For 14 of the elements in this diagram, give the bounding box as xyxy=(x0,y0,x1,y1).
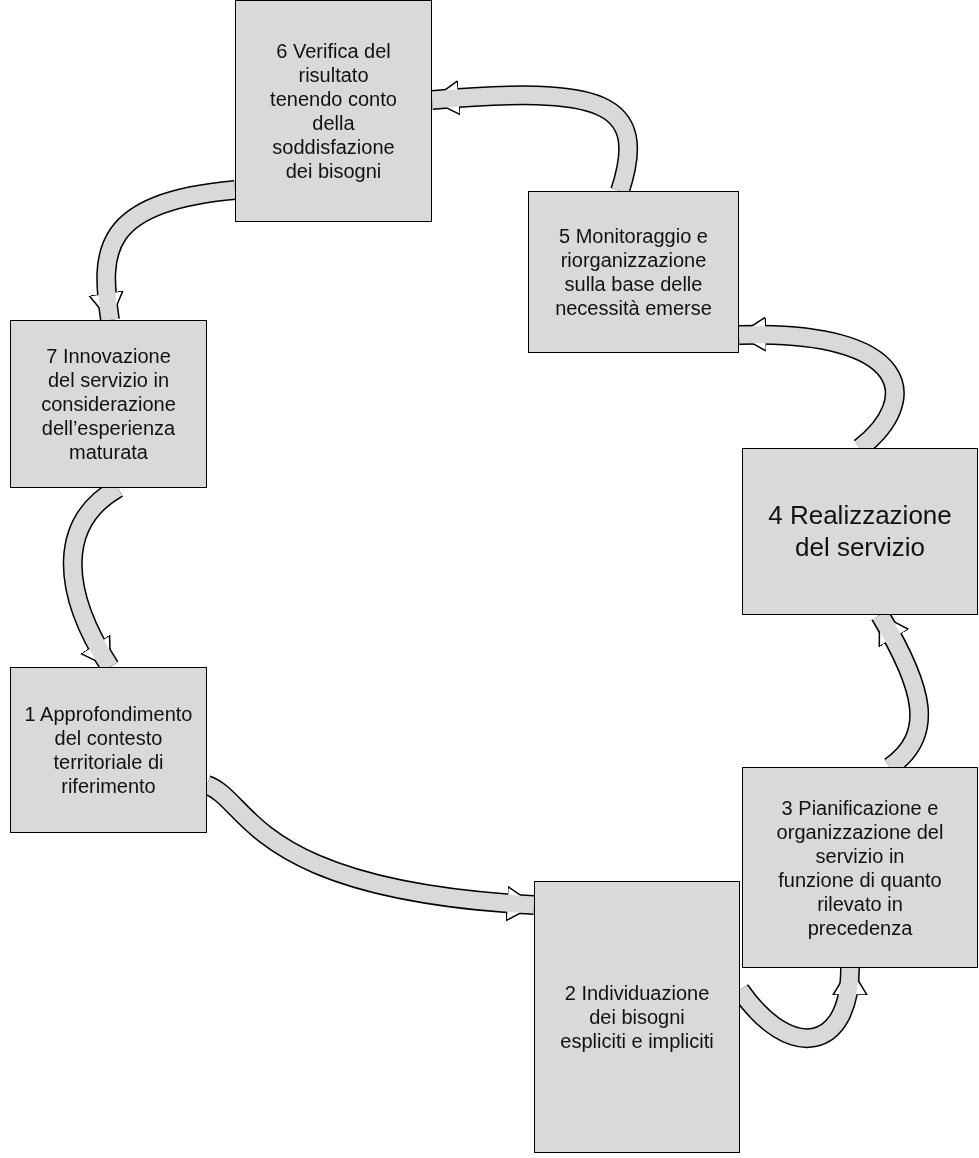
step-box xyxy=(528,191,739,353)
step-text: 5 Monitoraggio e riorganizzazione sulla base delle necessità emerse xyxy=(554,224,713,321)
step-text: 6 Verifica del risultato tenendo conto della soddisfazione dei bisogni xyxy=(269,39,398,184)
step-box xyxy=(10,667,207,833)
step-text: 1 Approfondimento del contesto territoriale di riferimento xyxy=(23,702,194,799)
step-box xyxy=(742,448,978,615)
step-box xyxy=(742,767,978,968)
step-text: 3 Pianificazione e organizzazione del servizio in funzione di quanto rilevato in precedenza xyxy=(775,795,945,941)
step-text: 2 Individuazione dei bisogni espliciti e impliciti xyxy=(559,981,715,1054)
step-box xyxy=(534,881,740,1153)
step-text: 7 Innovazione del servizio in considerazione dell’esperienza maturata xyxy=(40,344,177,465)
step-box xyxy=(235,0,432,222)
step-text: 4 Realizzazione del servizio xyxy=(767,499,953,564)
step-box xyxy=(10,320,207,488)
